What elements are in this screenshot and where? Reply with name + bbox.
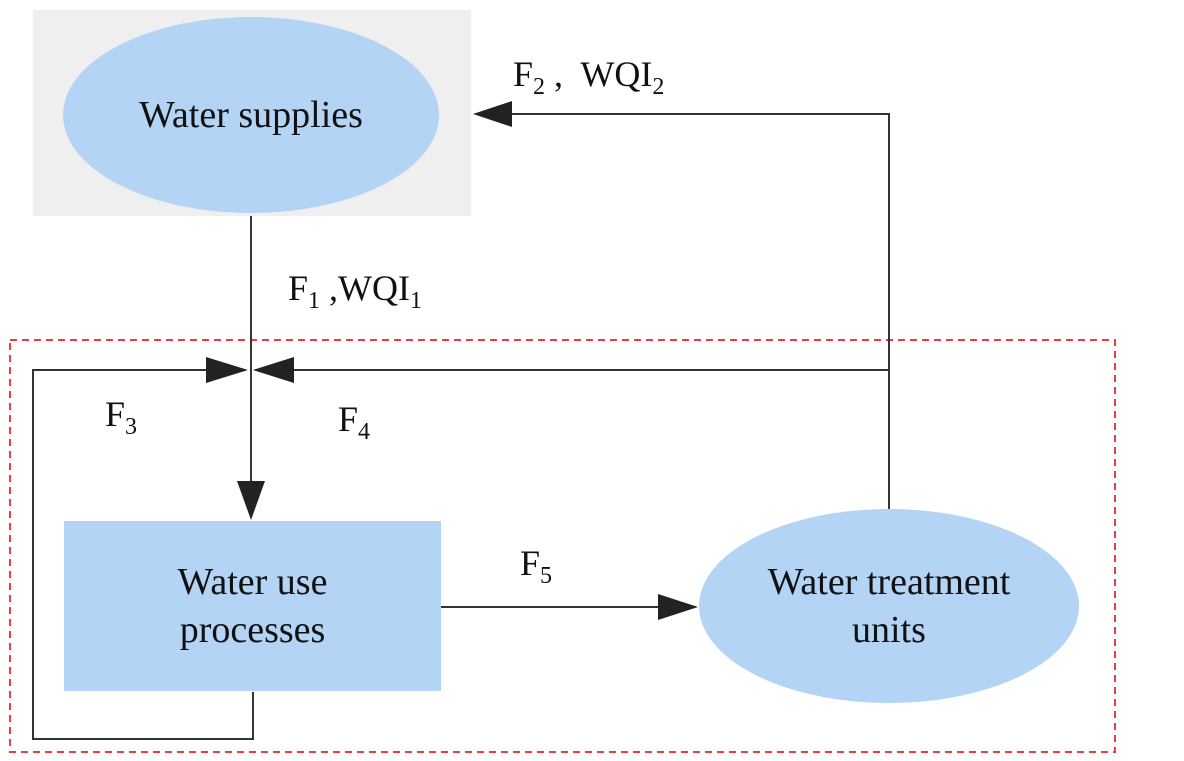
flow-label-f3: F3 bbox=[105, 394, 137, 439]
flow-f1-symbol: F bbox=[288, 268, 309, 308]
water-treatment-units-label: Water treatment units bbox=[699, 558, 1079, 654]
flow-label-f1: F1 ,WQI1 bbox=[288, 268, 422, 313]
flow-f5-symbol: F bbox=[520, 543, 541, 583]
water-supplies-node bbox=[63, 17, 439, 213]
flow-f1-subscript: 1 bbox=[308, 288, 321, 314]
arrowhead-into-water-supplies bbox=[473, 101, 512, 127]
flow-label-f5: F5 bbox=[520, 543, 552, 588]
flow-f2-quality-subscript: 2 bbox=[652, 74, 665, 100]
flow-f2-subscript: 2 bbox=[533, 74, 546, 100]
flow-line-f3 bbox=[32, 369, 254, 740]
arrowhead-f4 bbox=[253, 357, 294, 383]
flow-f3-subscript: 3 bbox=[125, 414, 138, 440]
water-use-processes-line2: processes bbox=[179, 609, 326, 651]
flow-f1-quality-symbol: WQI bbox=[338, 268, 410, 308]
water-supplies-text: Water supplies bbox=[139, 94, 363, 136]
water-use-processes-label: Water use processes bbox=[64, 558, 441, 654]
flow-f5-subscript: 5 bbox=[540, 563, 553, 589]
water-treatment-units-line1: Water treatment bbox=[767, 561, 1011, 603]
flow-f1-quality-subscript: 1 bbox=[410, 288, 422, 314]
water-treatment-units-line2: units bbox=[852, 609, 926, 651]
flow-label-f4: F4 bbox=[338, 399, 370, 444]
flow-f1-separator: , bbox=[320, 268, 339, 308]
water-treatment-units-node bbox=[699, 509, 1079, 703]
water-use-processes-line1: Water use bbox=[177, 561, 328, 603]
water-supplies-label: Water supplies bbox=[63, 91, 439, 139]
water-use-processes-node bbox=[64, 521, 441, 691]
flow-f4-subscript: 4 bbox=[358, 419, 371, 445]
flow-f2-symbol: F bbox=[513, 54, 534, 94]
flow-f4-symbol: F bbox=[338, 399, 359, 439]
flow-label-f2: F2 , WQI2 bbox=[513, 54, 664, 99]
flow-line-f2 bbox=[510, 113, 890, 509]
flow-f2-separator: , bbox=[545, 54, 581, 94]
flow-f2-quality-symbol: WQI bbox=[580, 54, 653, 94]
flow-f3-symbol: F bbox=[105, 394, 126, 434]
arrowhead-f3 bbox=[206, 357, 248, 383]
system-boundary bbox=[9, 339, 1116, 753]
arrowhead-into-treatment-units bbox=[658, 594, 698, 620]
arrowhead-into-use-processes bbox=[237, 481, 265, 520]
